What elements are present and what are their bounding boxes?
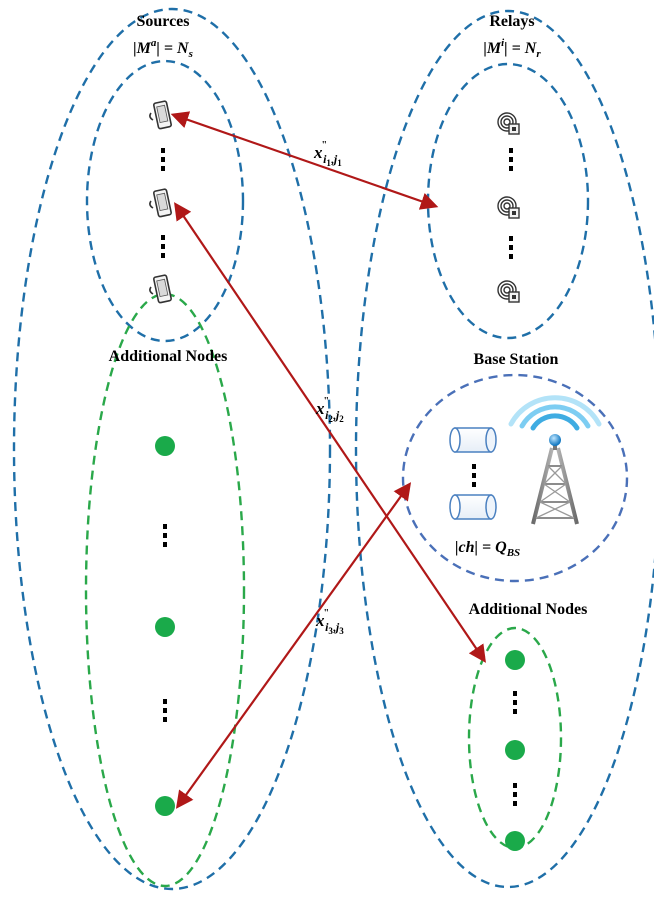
additional-node-right <box>505 650 525 670</box>
relays-group-outline <box>354 9 654 889</box>
vertical-ellipsis-icon <box>161 235 165 258</box>
additional-nodes-right-title: Additional Nodes <box>469 601 588 618</box>
relays-count-label: |Mi| = Nr <box>483 37 541 60</box>
link-arrow-3 <box>175 482 412 809</box>
mobile-device-icon <box>149 100 172 130</box>
relay-antenna-icon <box>497 196 520 219</box>
vertical-ellipsis-icon <box>509 236 513 259</box>
relay-antenna-icon <box>497 112 520 135</box>
vertical-ellipsis-icon <box>163 524 167 547</box>
vertical-ellipsis-icon <box>513 691 517 714</box>
mobile-device-icon <box>149 188 172 218</box>
additional-node-left <box>155 436 175 456</box>
link-label-2: x"i2,j2 <box>315 396 344 424</box>
relays-title: Relays <box>489 13 534 30</box>
additional-node-right <box>505 740 525 760</box>
mobile-device-icon <box>149 274 172 304</box>
vertical-ellipsis-icon <box>509 148 513 171</box>
vertical-ellipsis-icon <box>472 464 476 487</box>
link-label-1: x"i1,j1 <box>313 140 342 168</box>
additional-nodes-left-title: Additional Nodes <box>109 348 228 365</box>
link-label-3: x"i3,j3 <box>315 608 344 636</box>
cell-tower-icon <box>508 395 602 525</box>
additional-node-left <box>155 796 175 816</box>
channel-count-label: |ch| = QBS <box>455 539 520 559</box>
channel-cylinder-icon <box>449 494 497 520</box>
additional-node-left <box>155 617 175 637</box>
relays-ellipse <box>426 62 590 340</box>
base-station-title: Base Station <box>474 351 559 368</box>
sources-count-label: |Ma| = Ns <box>133 37 193 60</box>
sources-title: Sources <box>136 13 189 30</box>
vertical-ellipsis-icon <box>513 783 517 806</box>
additional-node-right <box>505 831 525 851</box>
relay-antenna-icon <box>497 280 520 303</box>
channel-cylinder-icon <box>449 427 497 453</box>
link-arrow-1 <box>170 111 439 210</box>
vertical-ellipsis-icon <box>161 148 165 171</box>
link-arrow-2 <box>174 202 486 663</box>
vertical-ellipsis-icon <box>163 699 167 722</box>
